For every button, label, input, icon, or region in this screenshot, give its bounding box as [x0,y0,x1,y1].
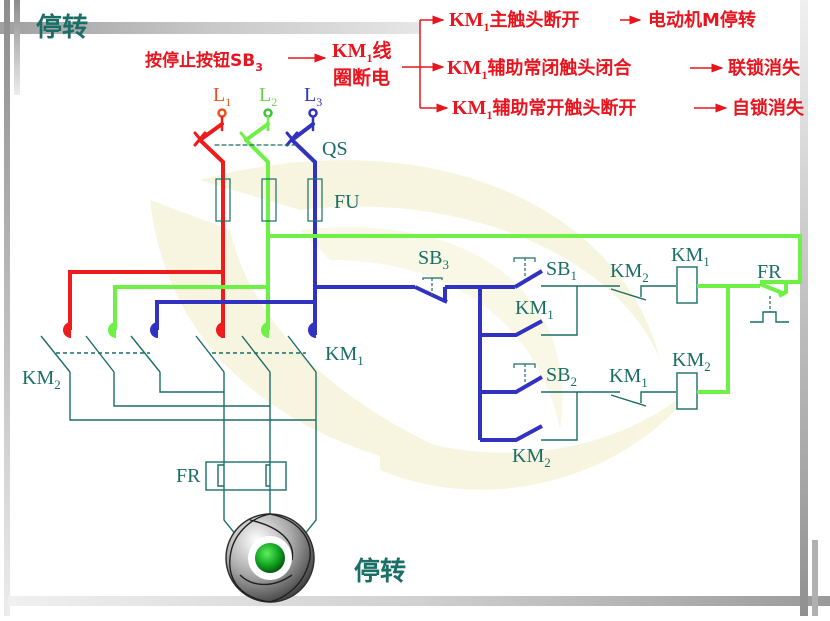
svg-text:KM1主触头断开: KM1主触头断开 [449,9,579,34]
annotation-result-1: KM1主触头断开 电动机M停转 [449,9,756,34]
label-SB1: SB1 [546,258,577,283]
annotation-result-3: KM1辅助常开触头断开 自锁消失 [452,97,805,122]
label-KM1-hold: KM1 [515,297,554,322]
switch-QS [193,115,317,242]
result1-cause: 主触头断开 [489,9,579,31]
thermal-relay-FR [205,461,287,491]
result2-sub: 1 [481,68,487,82]
svg-text:KM1线: KM1线 [332,39,391,65]
step1-sub: 3 [255,61,263,74]
annotation-step2: KM1线 圈断电 [332,39,391,89]
label-KM1-main: KM1 [325,343,364,368]
label-L1: L1 [213,84,231,109]
result3-effect: 自锁消失 [732,97,805,119]
annotation-branch-arrows [402,15,449,113]
contact-terminals [63,322,316,338]
result2-cause: 辅助常闭触头闭合 [487,57,632,79]
label-SB2: SB2 [546,364,577,389]
result3-sub: 1 [486,108,492,122]
label-QS: QS [322,138,348,160]
power-wiring [68,234,802,338]
step2-coil: 线 [372,39,391,62]
result2-km: KM [447,57,482,79]
label-FU: FU [334,191,360,213]
result1-effect: 电动机M停转 [648,9,756,31]
result3-km: KM [452,97,487,119]
svg-text:KM1辅助常闭触头闭合: KM1辅助常闭触头闭合 [447,57,632,82]
terminal-L1 [217,108,227,118]
result1-sub: 1 [483,20,489,34]
step2-line2: 圈断电 [333,66,390,89]
step2-km-sub: 1 [366,51,372,65]
slide-title: 停转 [36,12,88,43]
label-SB3: SB3 [418,247,449,272]
background-watermark [150,160,700,490]
coil-KM2 [676,372,698,410]
control-circuit [414,257,789,442]
label-KM2-coil: KM2 [672,349,711,374]
fuse-FU [215,178,323,222]
label-KM1-interlock: KM1 [609,365,648,390]
step2-km: KM [332,40,367,62]
main-contacts [40,335,317,536]
result1-km: KM [449,9,484,31]
motor-M [225,513,315,603]
terminal-L3 [308,108,318,118]
label-L2: L2 [259,84,277,109]
result2-effect: 联锁消失 [728,57,801,79]
coil-KM1 [676,266,698,304]
motor-status-text: 停转 [354,556,406,587]
svg-text:按停止按钮SB3: 按停止按钮SB3 [145,50,263,74]
motor-status-lamp [255,543,285,573]
annotation-step1: 按停止按钮SB3 [145,50,327,74]
label-L3: L3 [304,84,322,109]
label-KM2-main: KM2 [22,367,61,392]
label-KM2-hold: KM2 [512,445,551,470]
label-FR-main: FR [176,465,201,487]
svg-text:KM1辅助常开触头断开: KM1辅助常开触头断开 [452,97,636,122]
annotation-result-2: KM1辅助常闭触头闭合 联锁消失 [447,57,801,82]
label-FR-ctrl: FR [757,261,782,283]
label-KM1-coil: KM1 [671,244,710,269]
result3-cause: 辅助常开触头断开 [492,97,636,119]
step1-text: 按停止按钮SB [145,50,255,71]
terminal-L2 [263,108,273,118]
label-KM2-interlock: KM2 [610,260,649,285]
